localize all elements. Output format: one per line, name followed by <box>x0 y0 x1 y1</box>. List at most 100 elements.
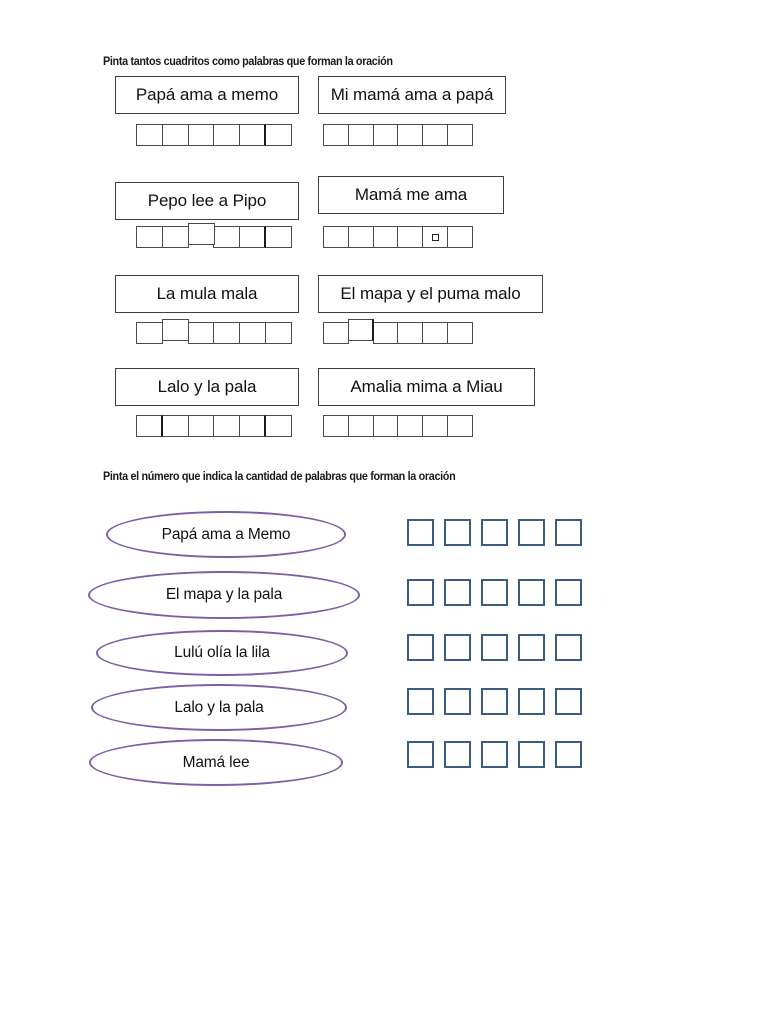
cell[interactable] <box>422 124 449 146</box>
cell[interactable] <box>265 124 293 146</box>
cell[interactable] <box>239 322 267 344</box>
sentence-box: El mapa y el puma malo <box>318 275 543 313</box>
choice-box[interactable] <box>481 741 508 768</box>
cell[interactable] <box>347 319 374 341</box>
cell[interactable] <box>161 319 189 341</box>
choice-box[interactable] <box>407 741 434 768</box>
choice-row <box>407 634 582 661</box>
cell[interactable] <box>213 322 241 344</box>
cell[interactable] <box>136 322 163 344</box>
cell[interactable] <box>323 322 349 344</box>
cell[interactable] <box>213 415 241 437</box>
choice-row <box>407 741 582 768</box>
ellipse-sentence-label: Lalo y la pala <box>174 698 264 716</box>
choice-box[interactable] <box>444 688 471 715</box>
choice-box[interactable] <box>518 579 545 606</box>
cell-strip <box>136 223 293 248</box>
sentence-box: Amalia mima a Miau <box>318 368 535 406</box>
cell[interactable] <box>239 226 267 248</box>
choice-box[interactable] <box>555 741 582 768</box>
cell[interactable] <box>213 124 241 146</box>
choice-box[interactable] <box>407 519 434 546</box>
ellipse-row: Mamá lee <box>89 739 343 786</box>
cell[interactable] <box>161 226 189 248</box>
cell[interactable] <box>372 415 399 437</box>
cell[interactable] <box>447 322 474 344</box>
section-2-instruction: Pinta el número que indica la cantidad d… <box>103 471 456 483</box>
cell[interactable] <box>397 226 424 248</box>
choice-box[interactable] <box>407 688 434 715</box>
cell[interactable] <box>136 124 163 146</box>
cell-marked[interactable] <box>422 226 449 248</box>
cell[interactable] <box>187 223 215 245</box>
ellipse-row: Lalo y la pala <box>91 684 347 731</box>
choice-box[interactable] <box>518 688 545 715</box>
choice-box[interactable] <box>407 634 434 661</box>
cell-strip <box>323 226 474 248</box>
cell-strip <box>323 124 474 146</box>
cell[interactable] <box>397 322 424 344</box>
choice-box[interactable] <box>518 741 545 768</box>
choice-box[interactable] <box>407 579 434 606</box>
cell[interactable] <box>372 322 399 344</box>
choice-box[interactable] <box>555 519 582 546</box>
cell[interactable] <box>187 415 215 437</box>
choice-box[interactable] <box>444 741 471 768</box>
cell-strip <box>136 319 293 344</box>
cell[interactable] <box>447 226 474 248</box>
cell[interactable] <box>239 415 267 437</box>
cell[interactable] <box>136 226 163 248</box>
ellipse-shape[interactable] <box>91 684 347 731</box>
choice-box[interactable] <box>481 519 508 546</box>
sentence-box: Pepo lee a Pipo <box>115 182 299 220</box>
choice-box[interactable] <box>481 579 508 606</box>
choice-box[interactable] <box>444 519 471 546</box>
ellipse-shape[interactable] <box>89 739 343 786</box>
cell[interactable] <box>447 124 474 146</box>
choice-box[interactable] <box>518 519 545 546</box>
choice-box[interactable] <box>444 634 471 661</box>
choice-box[interactable] <box>481 634 508 661</box>
cell[interactable] <box>323 226 349 248</box>
choice-box[interactable] <box>555 688 582 715</box>
cell[interactable] <box>239 124 267 146</box>
cell[interactable] <box>372 226 399 248</box>
cell[interactable] <box>265 226 293 248</box>
cell[interactable] <box>213 226 241 248</box>
ellipse-sentence-label: Lulú olía la lila <box>174 644 270 661</box>
cell[interactable] <box>447 415 474 437</box>
ellipse-sentence-label: Papá ama a Memo <box>161 525 291 543</box>
cell[interactable] <box>347 226 374 248</box>
ellipse-shape[interactable] <box>106 511 346 558</box>
cell[interactable] <box>347 124 374 146</box>
choice-row <box>407 688 582 715</box>
cell[interactable] <box>422 322 449 344</box>
cell[interactable] <box>136 415 163 437</box>
section-1-instruction: Pinta tantos cuadritos como palabras que… <box>103 56 393 68</box>
cell-strip <box>136 415 293 437</box>
ellipse-shape[interactable] <box>88 571 360 619</box>
cell[interactable] <box>372 124 399 146</box>
cell[interactable] <box>161 415 189 437</box>
cell[interactable] <box>187 322 215 344</box>
cell[interactable] <box>187 124 215 146</box>
cell[interactable] <box>347 415 374 437</box>
choice-box[interactable] <box>555 579 582 606</box>
choice-box[interactable] <box>444 579 471 606</box>
cell[interactable] <box>265 322 293 344</box>
cell[interactable] <box>397 124 424 146</box>
choice-box[interactable] <box>555 634 582 661</box>
sentence-box: Papá ama a memo <box>115 76 299 114</box>
cell[interactable] <box>265 415 293 437</box>
ellipse-shape[interactable] <box>96 630 348 676</box>
cell[interactable] <box>323 415 349 437</box>
cell[interactable] <box>323 124 349 146</box>
cell[interactable] <box>422 415 449 437</box>
ellipse-row: El mapa y la pala <box>88 571 360 619</box>
cell[interactable] <box>161 124 189 146</box>
sentence-box: Mamá me ama <box>318 176 504 214</box>
cell[interactable] <box>397 415 424 437</box>
choice-box[interactable] <box>518 634 545 661</box>
choice-box[interactable] <box>481 688 508 715</box>
